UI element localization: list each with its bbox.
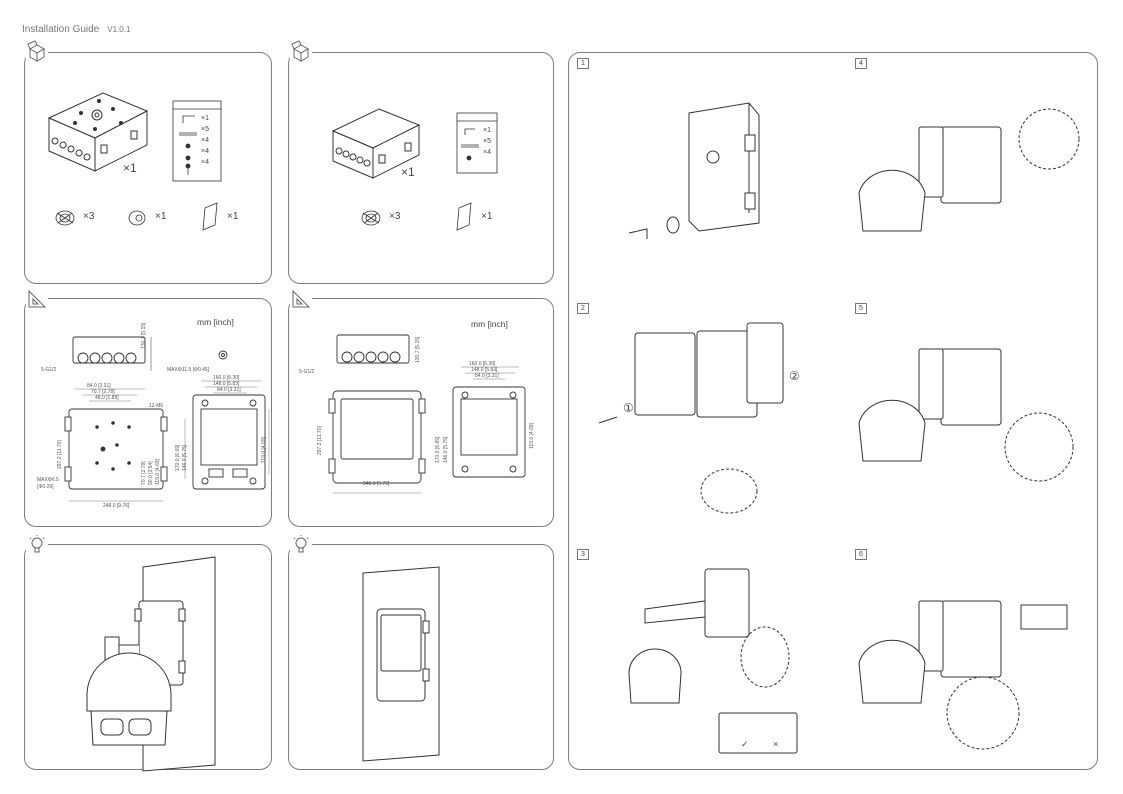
rear-width-dim-2: 148.0 [5.83] bbox=[471, 367, 498, 373]
package-contents-panel-b: ×1 ×1 ×5 ×4 ×3 ×1 bbox=[288, 52, 554, 284]
width-dim-1: 84.0 [3.31] bbox=[87, 383, 111, 389]
guide-header: Installation Guide V1.0.1 bbox=[22, 24, 130, 35]
bag-quantity-list: ×1 ×5 ×4 bbox=[483, 125, 491, 158]
rear-width-dim-2: 148.0 [5.83] bbox=[213, 381, 240, 387]
rear-height-dim-2: 146.0 [5.75] bbox=[443, 436, 449, 463]
ring-quantity: ×1 bbox=[155, 211, 167, 222]
box-quantity: ×1 bbox=[401, 165, 415, 179]
step2-marker-1: ① bbox=[623, 401, 634, 415]
open-box-icon bbox=[26, 40, 48, 62]
rear-width-dim-1: 160.0 [6.30] bbox=[213, 375, 240, 381]
tip-wrong-mark: × bbox=[773, 739, 779, 749]
height-dim-2: 90.0 [3.54] bbox=[148, 461, 154, 485]
pad-quantity: ×1 bbox=[481, 211, 493, 222]
set-square-icon bbox=[290, 288, 312, 310]
height-main-dim: 297.2 [11.70] bbox=[57, 440, 63, 469]
mounted-view-panel-a bbox=[24, 544, 272, 772]
mounted-camera-drawing bbox=[86, 556, 216, 772]
max-small-dim: MAXΦ6.5 bbox=[37, 477, 59, 483]
width-bottom-dim: 248.0 [9.76] bbox=[363, 481, 390, 487]
bag-item-qty: ×4 bbox=[201, 137, 209, 144]
rear-height-dim-3: 119.0 [4.69] bbox=[529, 422, 535, 449]
bag-item-qty: ×4 bbox=[201, 148, 209, 155]
bag-item-qty: ×1 bbox=[483, 127, 491, 134]
max-hole-dim: MAXΦ11.5 [Φ0.45] bbox=[167, 367, 210, 373]
guide-title: Installation Guide bbox=[22, 24, 100, 35]
bag-item-qty: ×5 bbox=[201, 126, 209, 133]
package-drawing-a bbox=[47, 92, 222, 231]
width-dim-2: 70.7 [2.78] bbox=[91, 389, 115, 395]
package-drawing-b bbox=[331, 108, 498, 231]
step-number: 4 bbox=[855, 58, 867, 69]
dimensions-panel-b: mm [inch] 5-G1/2 130.7 [5.15] 297.2 [11.… bbox=[288, 298, 554, 527]
set-square-icon bbox=[26, 288, 48, 310]
width-dim-3: 48.0 [1.89] bbox=[95, 395, 119, 401]
height-top-dim: 130.7 [5.15] bbox=[141, 322, 147, 349]
bag-item-qty: ×5 bbox=[483, 138, 491, 145]
height-dim-1: 70.7 [2.78] bbox=[141, 461, 147, 485]
guide-version: V1.0.1 bbox=[107, 25, 131, 34]
screw-spec: 12-M6 bbox=[149, 403, 164, 409]
step-number: 2 bbox=[577, 303, 589, 314]
mounted-view-panel-b bbox=[288, 544, 554, 770]
rear-height-dim-1: 170.0 [6.69] bbox=[175, 444, 181, 471]
rear-width-dim-1: 160.0 [6.30] bbox=[469, 361, 496, 367]
gland-quantity: ×3 bbox=[389, 211, 401, 222]
rear-height-dim-2: 146.0 [5.75] bbox=[182, 444, 188, 471]
step-number: 5 bbox=[855, 303, 867, 314]
gland-quantity: ×3 bbox=[83, 211, 95, 222]
step-number: 3 bbox=[577, 549, 589, 560]
steps-drawing bbox=[598, 102, 1080, 754]
thread-spec: 5-G1/2 bbox=[299, 369, 315, 375]
max-small-dim-inch: [Φ0.26] bbox=[37, 484, 54, 490]
height-main-dim: 297.2 [11.70] bbox=[317, 426, 323, 455]
bag-item-qty: ×1 bbox=[201, 115, 209, 122]
dimension-drawing-b bbox=[328, 334, 526, 494]
lightbulb-icon bbox=[290, 534, 312, 556]
box-quantity: ×1 bbox=[123, 161, 137, 175]
step-number: 6 bbox=[855, 549, 867, 560]
bag-item-qty: ×4 bbox=[483, 149, 491, 156]
height-dim-3: 119.0 [4.69] bbox=[155, 458, 161, 485]
open-box-icon bbox=[290, 40, 312, 62]
rear-width-dim-3: 84.0 [3.31] bbox=[217, 387, 241, 393]
mounted-box-drawing bbox=[362, 566, 440, 762]
width-bottom-dim: 248.0 [9.76] bbox=[103, 503, 130, 509]
step-number: 1 bbox=[577, 58, 589, 69]
bag-item-qty: ×4 bbox=[201, 159, 209, 166]
rear-height-dim-3: 119.0 [4.69] bbox=[261, 436, 267, 463]
pad-quantity: ×1 bbox=[227, 211, 239, 222]
bag-quantity-list: ×1 ×5 ×4 ×4 ×4 bbox=[201, 113, 209, 168]
unit-label: mm [inch] bbox=[197, 317, 234, 327]
installation-steps-panel: 1 2 3 4 5 6 ① ② ✓ × bbox=[568, 52, 1098, 770]
rear-height-dim-1: 170.0 [6.69] bbox=[435, 436, 441, 463]
dimensions-panel-a: mm [inch] 5-G1/2 130.7 [5.15] MAXΦ11.5 [… bbox=[24, 298, 272, 527]
step2-marker-2: ② bbox=[789, 369, 800, 383]
dimension-drawing-a bbox=[64, 336, 270, 502]
thread-spec: 5-G1/2 bbox=[41, 367, 57, 373]
lightbulb-icon bbox=[26, 534, 48, 556]
tip-correct-mark: ✓ bbox=[741, 739, 749, 749]
height-top-dim: 130.7 [5.15] bbox=[415, 336, 421, 363]
rear-width-dim-3: 84.0 [3.31] bbox=[475, 373, 499, 379]
unit-label: mm [inch] bbox=[471, 319, 508, 329]
package-contents-panel-a: ×1 ×1 ×5 ×4 ×4 ×4 ×3 ×1 ×1 bbox=[24, 52, 272, 284]
